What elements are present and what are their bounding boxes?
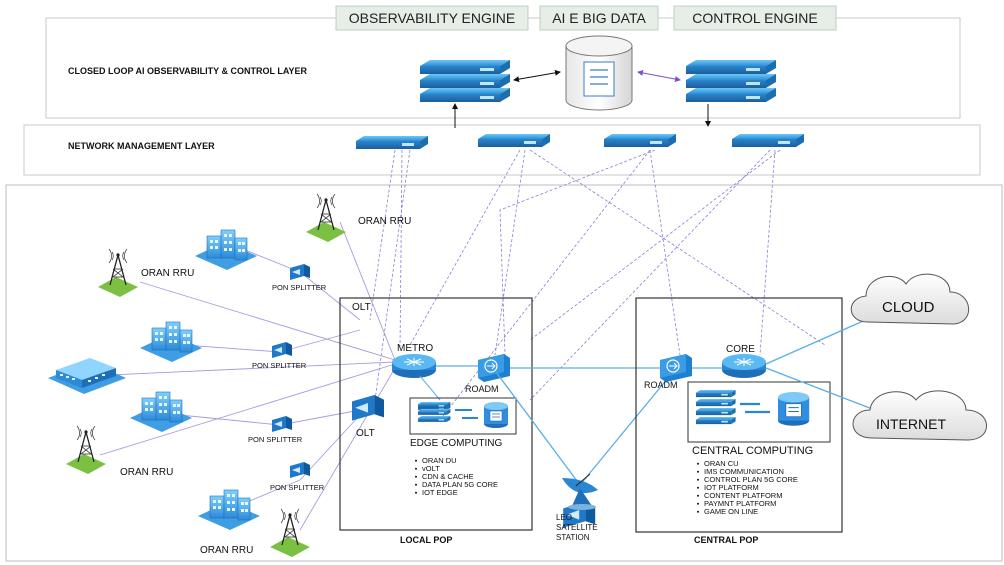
observability-engine-server-icon <box>420 60 510 102</box>
cloud-label: CLOUD <box>882 299 935 316</box>
list-item: CDN & CACHE <box>422 472 474 481</box>
list-item: vOLT <box>422 464 440 473</box>
network-management-layer-box <box>23 124 981 176</box>
list-item: ORAN CU <box>704 459 739 468</box>
pon-splitter-label: PON SPLITTER <box>252 361 307 370</box>
olt-bottom-label: OLT <box>356 428 375 439</box>
list-bullet <box>697 502 699 505</box>
central-computing-label: CENTRAL COMPUTING <box>692 445 813 457</box>
central-computing-box <box>687 381 831 443</box>
nms-server-4-icon <box>732 134 804 147</box>
central-link-icon <box>740 402 770 414</box>
satellite-dish-icon <box>562 473 598 510</box>
bigdata-control-arrow <box>637 69 681 83</box>
list-bullet <box>697 478 699 481</box>
local-roadm-label: ROADM <box>465 384 499 394</box>
list-item: IOT PLATFORM <box>704 483 759 492</box>
pon-splitter-label: PON SPLITTER <box>248 435 303 444</box>
list-item: PAYMNT PLATFORM <box>704 499 776 508</box>
central-database-icon <box>777 391 810 427</box>
ai-big-data-label: AI E BIG DATA <box>552 10 646 26</box>
list-bullet <box>697 494 699 497</box>
pon-splitter-label: PON SPLITTER <box>272 283 327 292</box>
list-item: CONTENT PLATFORM <box>704 491 782 500</box>
list-item: GAME ON LINE <box>704 507 758 516</box>
nms-server-1-icon <box>356 136 428 149</box>
list-item: IOT EDGE <box>422 488 458 497</box>
central-pop-box <box>635 297 843 533</box>
internet-icon <box>852 390 987 441</box>
list-item: DATA PLAN 5G CORE <box>422 480 498 489</box>
list-item: ORAN DU <box>422 456 457 465</box>
list-bullet <box>697 510 699 513</box>
oran-rru-label: ORAN RRU <box>120 467 173 478</box>
nms-server-3-icon <box>604 134 676 147</box>
metro-router-icon <box>391 353 437 379</box>
list-bullet <box>697 470 699 473</box>
cloud-icon <box>850 273 970 325</box>
control-engine-label: CONTROL ENGINE <box>692 10 818 26</box>
satellite-label-line2: SATELLITE <box>556 523 598 532</box>
access-links <box>99 221 396 531</box>
core-cloud-link <box>765 317 871 365</box>
list-item: IMS COMMUNICATION <box>704 467 784 476</box>
observability-engine-label: OBSERVABILITY ENGINE <box>349 10 516 26</box>
core-router-icon <box>721 353 767 379</box>
closed-loop-layer-label: CLOSED LOOP AI OBSERVABILITY & CONTROL L… <box>68 66 308 76</box>
edge-computing-label: EDGE COMPUTING <box>410 438 502 449</box>
olt-top-label: OLT <box>352 302 371 313</box>
observability-bigdata-arrow <box>513 69 561 83</box>
edge-server-stack-icon <box>418 402 451 422</box>
central-pop-label: CENTRAL POP <box>694 535 758 545</box>
core-internet-link <box>765 367 881 413</box>
edge-computing-box <box>409 397 517 435</box>
local-pop-box <box>339 297 533 531</box>
big-data-database-icon <box>565 35 633 111</box>
edge-link-icon <box>455 409 478 419</box>
oran-rru-label: ORAN RRU <box>358 216 411 227</box>
list-bullet <box>697 462 699 465</box>
list-item: CONTROL PLAN 5G CORE <box>704 475 798 484</box>
control-engine-server-icon <box>686 60 776 102</box>
satellite-label-line3: STATION <box>556 533 590 542</box>
list-bullet <box>415 475 417 478</box>
list-bullet <box>415 491 417 494</box>
control-engine-tab <box>673 5 837 31</box>
list-bullet <box>415 467 417 470</box>
satellite-label-line1: LEO <box>556 513 572 522</box>
management-links <box>369 149 826 421</box>
oran-rru-label: ORAN RRU <box>200 545 253 556</box>
list-bullet <box>415 483 417 486</box>
local-roadm-satellite-link <box>495 371 581 486</box>
observability-engine-tab <box>335 5 529 31</box>
network-management-layer-label: NETWORK MANAGEMENT LAYER <box>68 141 215 151</box>
satellite-central-roadm-link <box>579 377 669 486</box>
local-pop-label: LOCAL POP <box>400 535 452 545</box>
oran-rru-label: ORAN RRU <box>141 268 194 279</box>
list-bullet <box>415 459 417 462</box>
metro-edge-link <box>419 375 441 401</box>
edge-database-icon <box>483 401 509 429</box>
internet-label: INTERNET <box>876 416 946 432</box>
metro-label: METRO <box>397 343 433 354</box>
ai-big-data-tab <box>539 5 659 31</box>
office-building-icon <box>48 358 126 394</box>
list-bullet <box>697 486 699 489</box>
core-label: CORE <box>726 344 755 355</box>
central-roadm-label: ROADM <box>644 380 678 390</box>
nms-server-2-icon <box>478 134 550 147</box>
pon-splitter-label: PON SPLITTER <box>270 483 325 492</box>
